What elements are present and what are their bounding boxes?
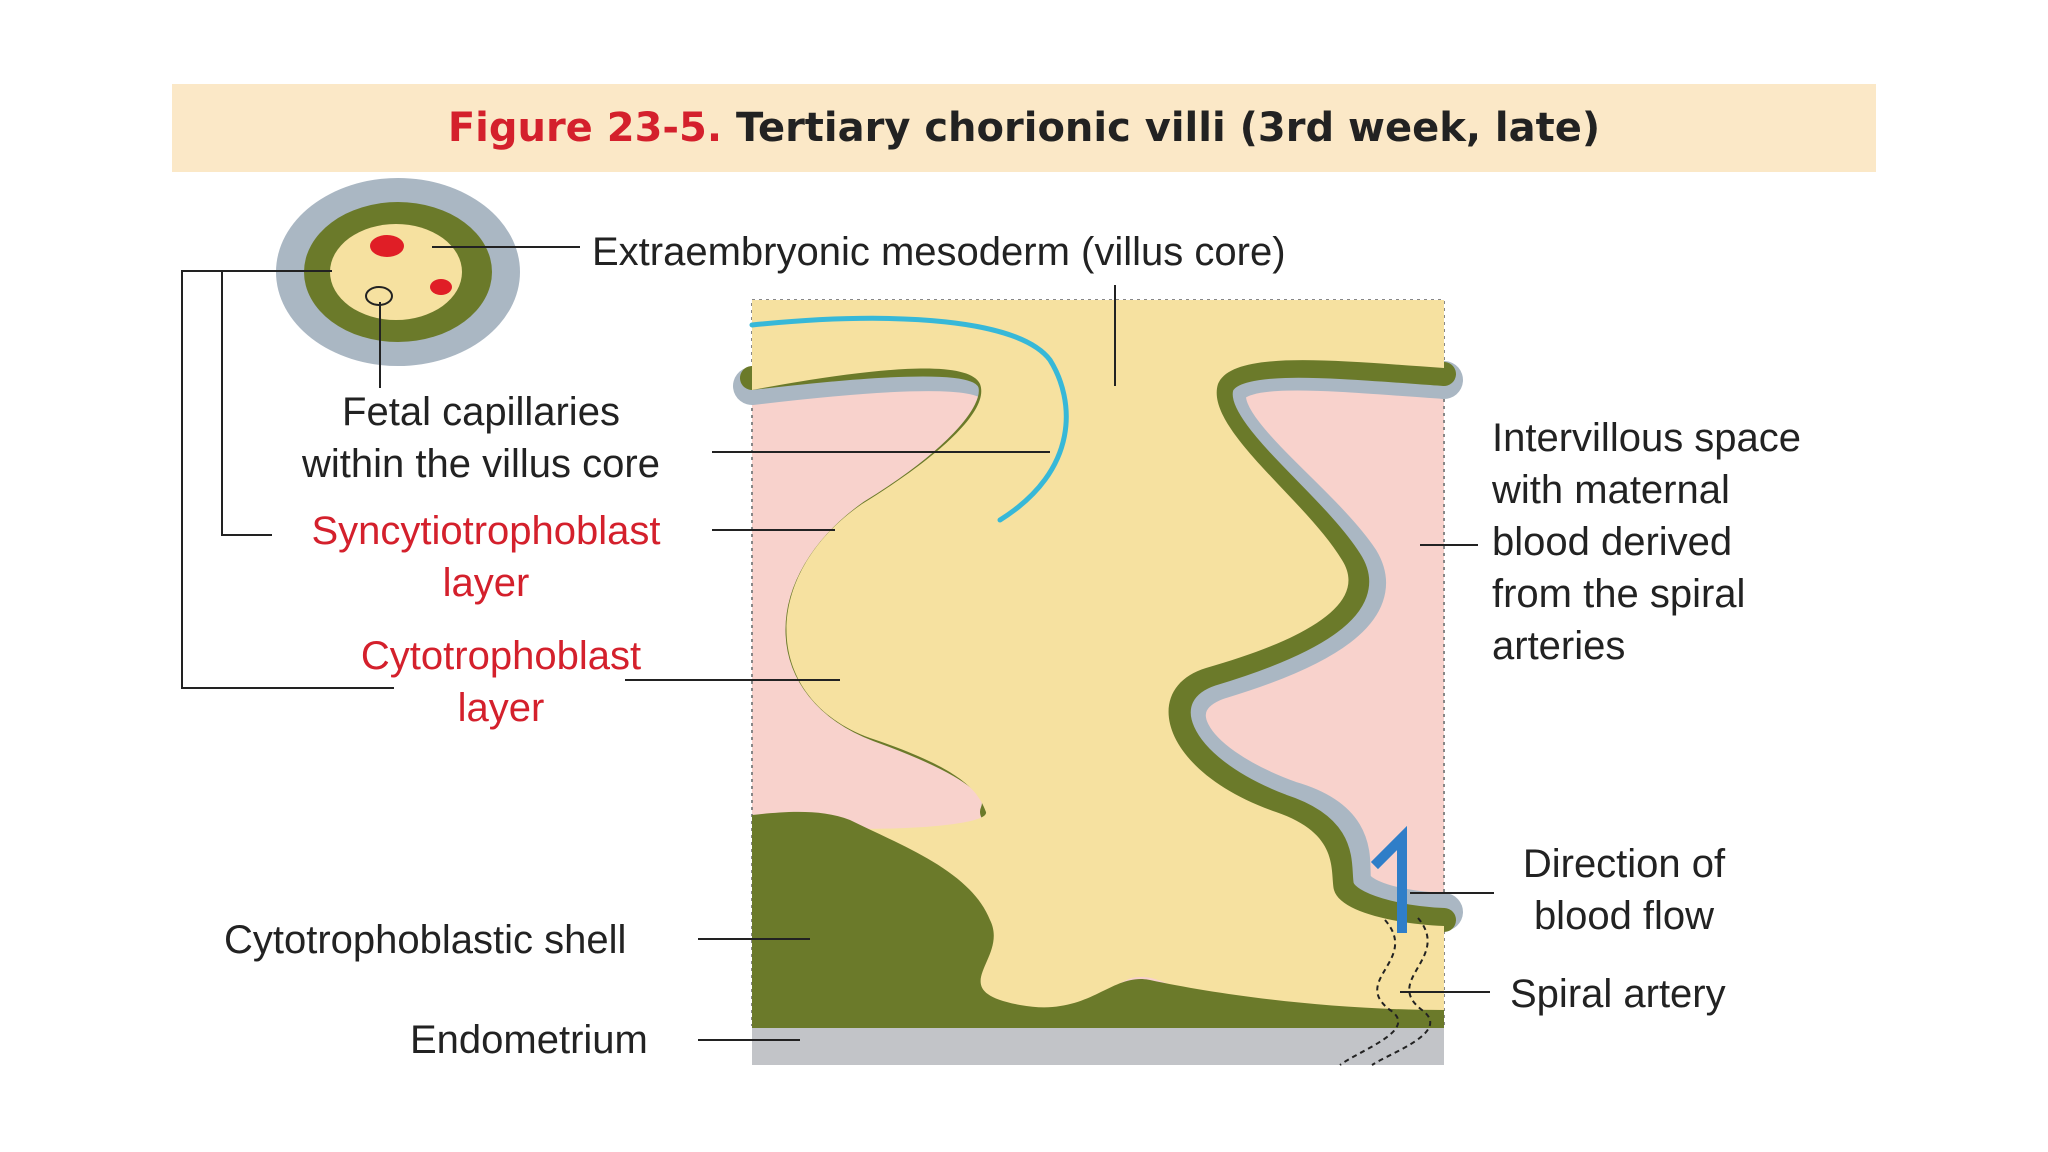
label-extraembryonic-mesoderm: Extraembryonic mesoderm (villus core) (592, 230, 1286, 274)
label-intervillous-line2: with maternal (1492, 468, 1730, 512)
cross-section-core (330, 224, 462, 320)
right-cytotrophoblast (1166, 353, 1456, 932)
figure-title-bar: Figure 23-5. Tertiary chorionic villi (3… (172, 84, 1876, 172)
label-cytotrophoblast-line2: layer (457, 686, 545, 730)
leader-lines (181, 246, 1494, 1041)
label-direction-of-flow: Direction of blood flow (1494, 838, 1754, 942)
label-syncytiotrophoblast-line1: Syncytiotrophoblast (311, 509, 661, 553)
label-endometrium: Endometrium (410, 1018, 648, 1062)
label-direction-line2: blood flow (1533, 894, 1715, 938)
cytotrophoblastic-shell (752, 811, 1444, 1028)
figure-number: Figure 23-5. (447, 105, 723, 151)
label-intervillous-line5: arteries (1492, 624, 1626, 668)
fetal-vessel (749, 315, 1069, 523)
leader-cytotrophoblast-bracket (181, 270, 394, 689)
label-fetal-capillaries-line1: Fetal capillaries (342, 390, 620, 434)
villus-panel (733, 299, 1463, 1066)
label-intervillous-line1: Intervillous space (1492, 416, 1802, 460)
label-cytotrophoblastic-shell: Cytotrophoblastic shell (224, 918, 627, 962)
fetal-capillary-large (370, 235, 404, 257)
figure-title: Figure 23-5. Tertiary chorionic villi (3… (448, 105, 1600, 151)
label-spiral-artery: Spiral artery (1510, 972, 1726, 1016)
label-fetal-capillaries: Fetal capillaries within the villus core (266, 386, 696, 490)
figure-caption: Tertiary chorionic villi (3rd week, late… (735, 105, 1601, 151)
label-syncytiotrophoblast-line2: layer (442, 561, 530, 605)
label-cytotrophoblast-line1: Cytotrophoblast (360, 634, 642, 678)
spiral-artery-left (1339, 919, 1400, 1066)
label-intervillous-space: Intervillous space with maternal blood d… (1492, 412, 1801, 672)
spiral-artery-right (1371, 917, 1432, 1066)
blood-flow-arrow (1370, 825, 1407, 933)
label-syncytiotrophoblast: Syncytiotrophoblast layer (276, 505, 696, 609)
label-intervillous-line3: blood derived (1492, 520, 1733, 564)
villus-cross-section (276, 178, 520, 366)
endometrium-layer (752, 1025, 1444, 1065)
fetal-capillary-small (430, 279, 452, 295)
villus-core (752, 300, 1444, 1020)
label-fetal-capillaries-line2: within the villus core (302, 442, 660, 486)
label-cytotrophoblast: Cytotrophoblast layer (316, 630, 686, 734)
label-intervillous-line4: from the spiral (1492, 572, 1746, 616)
title-band (172, 84, 1876, 172)
label-direction-line1: Direction of (1522, 842, 1726, 886)
